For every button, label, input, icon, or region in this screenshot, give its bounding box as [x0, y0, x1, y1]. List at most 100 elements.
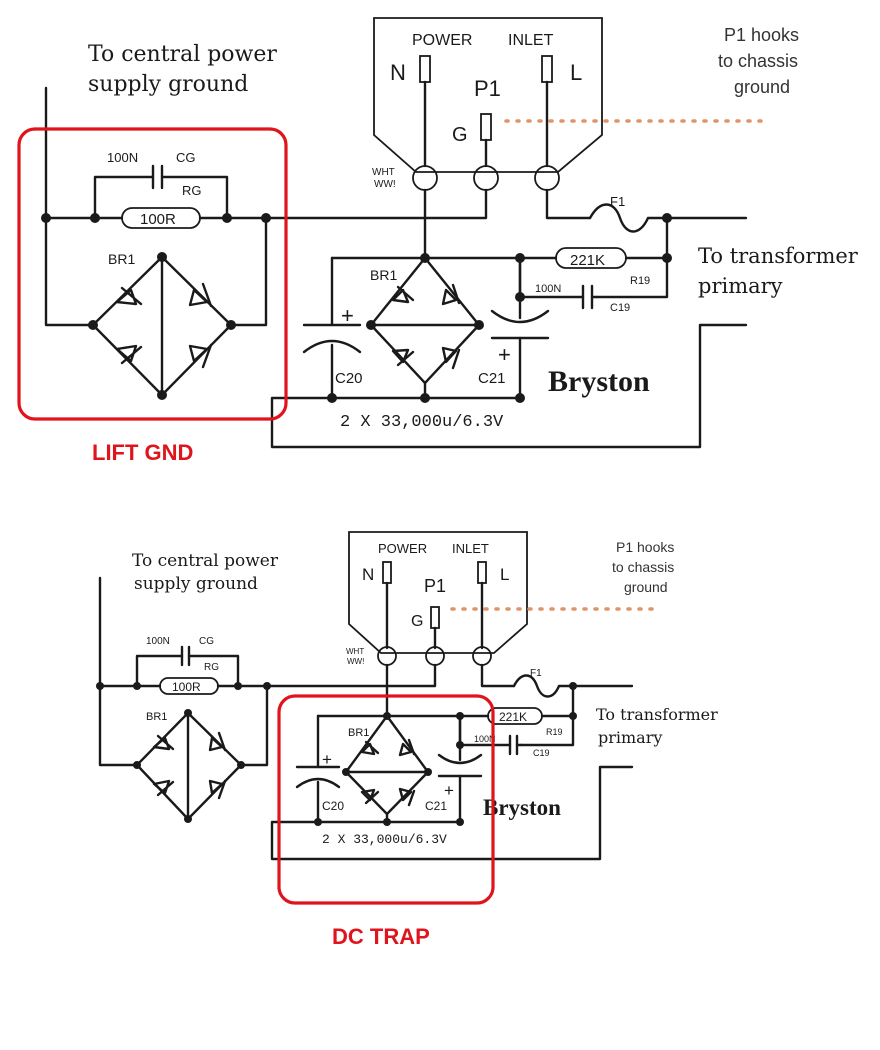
cg-value-label: 100N [146, 636, 170, 647]
c21-label: C21 [425, 799, 447, 813]
c21-curved-plate [437, 753, 483, 765]
rg-resistor [121, 207, 201, 229]
terminal-live [534, 165, 560, 191]
bottom-schematic: To central power supply ground POWER INL… [96, 531, 718, 949]
fuse-label: F1 [610, 194, 625, 209]
inlet-ground-wires [385, 663, 437, 688]
c20-plus: + [322, 750, 332, 769]
cg-label: CG [176, 150, 196, 165]
lift-gnd-callout: LIFT GND [92, 440, 193, 465]
c20-plus: + [341, 303, 354, 328]
connector-p1-label: P1 [424, 576, 446, 596]
cg-capacitor [180, 645, 191, 667]
node-dot [366, 320, 376, 330]
inlet-label: INLET [508, 32, 554, 49]
br1-left-label: BR1 [146, 711, 167, 723]
node-dot [383, 712, 391, 720]
transformer-label-line1: To transformer [698, 244, 859, 268]
node-dot [263, 682, 271, 690]
cg-capacitor-leads [93, 175, 229, 220]
power-label: POWER [378, 541, 427, 556]
caps-rating: 2 X 33,000u/6.3V [340, 413, 504, 432]
central-ground-label-line2: supply ground [88, 72, 248, 97]
p1-note-line1: P1 hooks [724, 25, 799, 45]
terminal-neutral [412, 165, 438, 191]
node-dot [90, 213, 100, 223]
c19-value-label: 100N [474, 734, 496, 744]
neutral-pin [382, 561, 392, 584]
node-dot [234, 682, 242, 690]
live-pin [477, 561, 487, 584]
cg-capacitor-leads [135, 654, 240, 688]
central-ground-label-line1: To central power [132, 551, 279, 571]
c20-label: C20 [322, 799, 344, 813]
node-dot [184, 709, 192, 717]
r19-resistor-value: 221K [570, 252, 605, 269]
c19-label: C19 [610, 302, 630, 314]
inlet-pin-leads [423, 80, 549, 168]
node-dot [184, 815, 192, 823]
inlet-label: INLET [452, 541, 489, 556]
c21-plus: + [444, 781, 454, 800]
brand-label: Bryston [483, 795, 561, 820]
live-label: L [570, 60, 582, 85]
dc-trap-highlight-box [277, 694, 495, 905]
node-dot [456, 741, 464, 749]
c19-capacitor [508, 734, 519, 756]
c19-label: C19 [533, 748, 550, 758]
cg-value-label: 100N [107, 150, 138, 165]
br1-center-label: BR1 [348, 727, 369, 739]
rg-label: RG [182, 183, 202, 198]
r19-label: R19 [630, 275, 650, 287]
node-dot [327, 393, 337, 403]
node-dot [515, 393, 525, 403]
node-dot [222, 213, 232, 223]
ground-pin-label: G [411, 613, 423, 630]
neutral-label: N [390, 60, 406, 85]
wht-label-line1: WHT [346, 647, 364, 656]
node-dot [662, 253, 672, 263]
node-dot [88, 320, 98, 330]
neutral-pin [419, 55, 431, 83]
node-dot [237, 761, 245, 769]
node-dot [226, 320, 236, 330]
central-ground-wire [44, 86, 95, 327]
node-dot [424, 768, 432, 776]
terminal-ground [473, 165, 499, 191]
power-inlet-outline [348, 531, 528, 654]
neutral-label: N [362, 565, 374, 584]
live-label: L [500, 565, 509, 584]
live-wire [480, 663, 516, 688]
ground-pin-label: G [452, 124, 468, 146]
p1-note-line3: ground [734, 77, 790, 97]
c20-label: C20 [335, 370, 363, 387]
bridge-return-wire [229, 216, 268, 327]
c20-curved-plate [295, 777, 341, 789]
p1-note-line1: P1 hooks [616, 539, 674, 555]
rg-resistor-label: 100R [140, 211, 176, 228]
node-dot [456, 712, 464, 720]
connector-p1-label: P1 [474, 76, 501, 101]
transformer-label-line1: To transformer [596, 705, 718, 724]
node-dot [420, 253, 430, 263]
c21-plus: + [498, 342, 511, 367]
wht-label-line2: WW! [347, 657, 364, 666]
inlet-ground-wires [423, 188, 488, 220]
terminal-live [472, 646, 492, 666]
node-dot [420, 393, 430, 403]
wht-label-line2: WW! [374, 179, 396, 190]
r19-resistor [487, 707, 543, 725]
br1-left-label: BR1 [108, 251, 135, 267]
cg-label: CG [199, 636, 214, 647]
central-ground-wire [98, 576, 139, 767]
r19-resistor [555, 247, 627, 269]
p1-note-line2: to chassis [718, 51, 798, 71]
terminal-ground [425, 646, 445, 666]
rg-resistor-label: 100R [172, 680, 201, 694]
ground-pin [480, 113, 492, 141]
bridge-rectifier-left [91, 255, 233, 397]
central-ground-label-line2: supply ground [134, 574, 258, 594]
caps-rating: 2 X 33,000u/6.3V [322, 832, 447, 847]
primary-return-wire [270, 323, 748, 449]
